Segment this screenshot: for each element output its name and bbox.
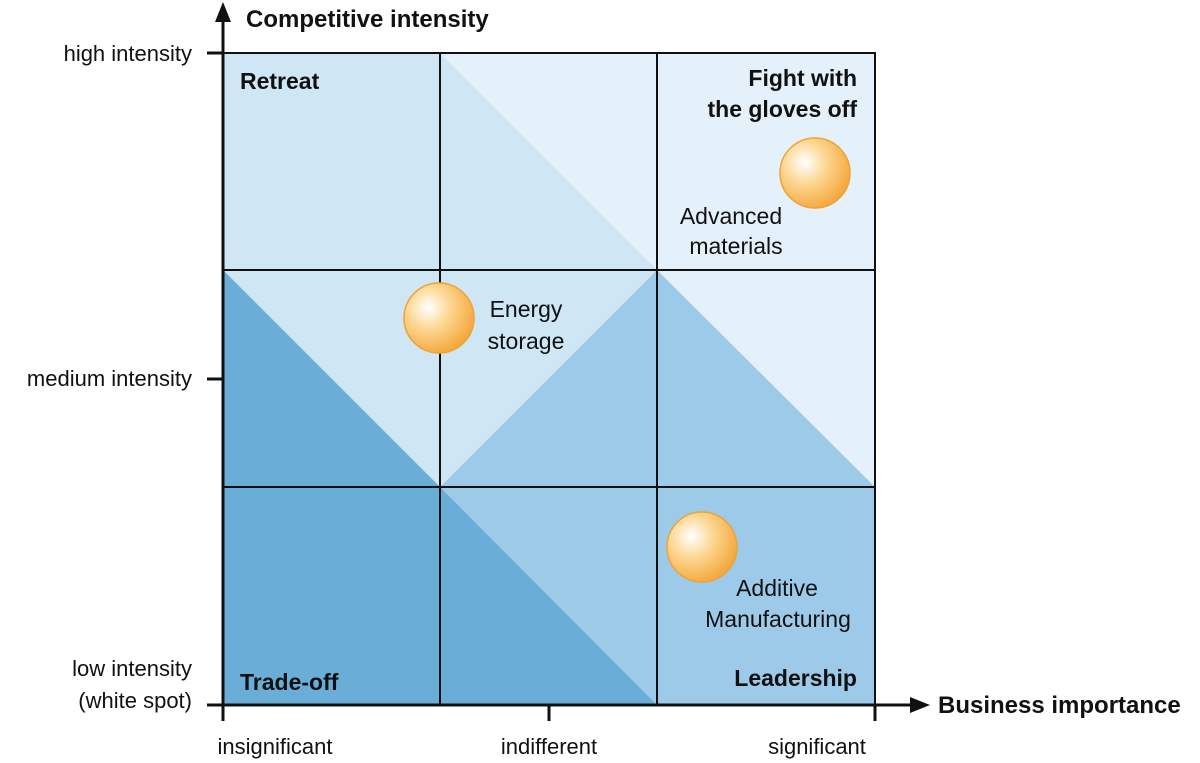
bubble-additive-manufacturing-circle: [666, 511, 738, 583]
quadrant-label-retreat: Retreat: [240, 68, 320, 94]
quadrant-label-fight-1: Fight with: [748, 65, 857, 91]
y-tick-label-medium: medium intensity: [27, 366, 192, 391]
y-tick-label-low: low intensity: [72, 656, 192, 681]
bubble-energy-storage-label-1: Energy: [490, 296, 563, 322]
axes: [207, 10, 912, 721]
bubble-advanced-materials-circle: [779, 137, 851, 209]
bubble-additive-manufacturing-label-2: Manufacturing: [705, 606, 851, 632]
y-tick-label-low-sub: (white spot): [78, 688, 192, 713]
x-tick-label-left: insignificant: [218, 734, 333, 759]
bubble-energy-storage-label-2: storage: [488, 328, 565, 354]
x-axis-title: Business importance: [938, 692, 1181, 719]
quadrant-label-tradeoff: Trade-off: [240, 669, 339, 695]
x-tick-label-right: significant: [768, 734, 866, 759]
y-tick-label-high: high intensity: [64, 41, 192, 66]
y-axis-arrowhead: [215, 2, 231, 22]
bubble-additive-manufacturing-label-1: Additive: [736, 575, 818, 601]
y-axis-title: Competitive intensity: [246, 6, 489, 33]
bubble-advanced-materials-label-1: Advanced: [680, 203, 782, 229]
x-tick-label-mid: indifferent: [501, 734, 597, 759]
quadrant-label-leadership: Leadership: [734, 665, 857, 691]
bubble-advanced-materials: Advanced materials: [680, 137, 851, 259]
bubble-additive-manufacturing: Additive Manufacturing: [666, 511, 851, 632]
x-axis-arrowhead: [910, 697, 930, 713]
bubble-energy-storage-circle: [403, 282, 475, 354]
bubble-advanced-materials-label-2: materials: [689, 233, 782, 259]
quadrant-label-fight-2: the gloves off: [707, 96, 857, 122]
bubble-energy-storage: Energy storage: [403, 282, 565, 354]
